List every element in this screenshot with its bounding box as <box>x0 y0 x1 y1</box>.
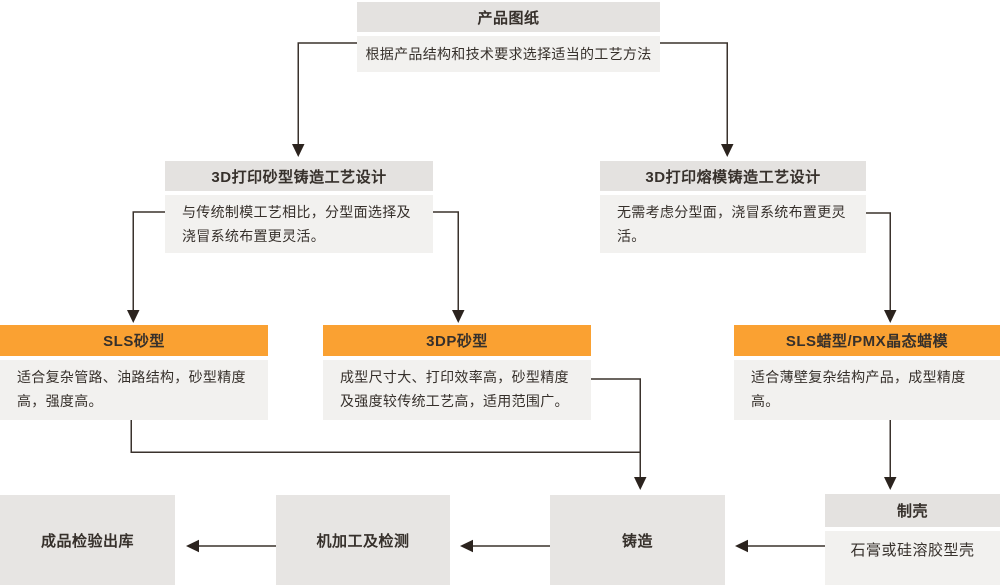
node-shell-body: 石膏或硅溶胶型壳 <box>825 531 1000 585</box>
node-shell-title: 制壳 <box>825 494 1000 527</box>
node-sls-wax-title: SLS蜡型/PMX晶态蜡模 <box>734 325 1000 356</box>
node-investment-design-title: 3D打印熔模铸造工艺设计 <box>600 161 866 191</box>
node-machining: 机加工及检测 <box>276 495 450 585</box>
arrow-down-icon <box>292 144 305 157</box>
node-sls-sand-body: 适合复杂管路、油路结构，砂型精度高，强度高。 <box>0 360 268 420</box>
node-casting: 铸造 <box>550 495 725 585</box>
node-sand-design-body: 与传统制模工艺相比，分型面选择及浇冒系统布置更灵活。 <box>165 195 433 253</box>
node-product-title: 产品图纸 <box>357 2 660 32</box>
connector-product-to-investment-design <box>660 42 728 145</box>
arrow-down-icon <box>884 477 897 490</box>
arrow-down-icon <box>721 144 734 157</box>
connector-product-to-sand-design <box>297 42 357 145</box>
connector-3dp-to-casting <box>591 378 641 478</box>
node-sls-wax-body: 适合薄壁复杂结构产品，成型精度高。 <box>734 360 1000 420</box>
node-3dp-sand-body: 成型尺寸大、打印效率高，砂型精度及强度较传统工艺高，适用范围广。 <box>323 360 591 420</box>
arrow-down-icon <box>884 310 897 323</box>
arrow-down-icon <box>127 310 140 323</box>
node-inspection: 成品检验出库 <box>0 495 175 585</box>
node-sand-design-title: 3D打印砂型铸造工艺设计 <box>165 161 433 191</box>
connector-sls-to-casting <box>130 420 640 453</box>
arrow-left-icon <box>460 539 473 553</box>
node-investment-design-body: 无需考虑分型面，浇冒系统布置更灵活。 <box>600 195 866 253</box>
arrow-left-icon <box>735 539 748 553</box>
connector-investment-to-wax <box>866 212 891 311</box>
connector-sanddesign-to-3dp <box>433 211 459 311</box>
node-sls-sand-title: SLS砂型 <box>0 325 268 356</box>
arrow-down-icon <box>634 477 647 490</box>
arrow-left-icon <box>186 539 199 553</box>
connector-sanddesign-to-sls <box>132 211 165 311</box>
arrow-down-icon <box>452 310 465 323</box>
node-product-body: 根据产品结构和技术要求选择适当的工艺方法 <box>357 36 660 72</box>
node-3dp-sand-title: 3DP砂型 <box>323 325 591 356</box>
